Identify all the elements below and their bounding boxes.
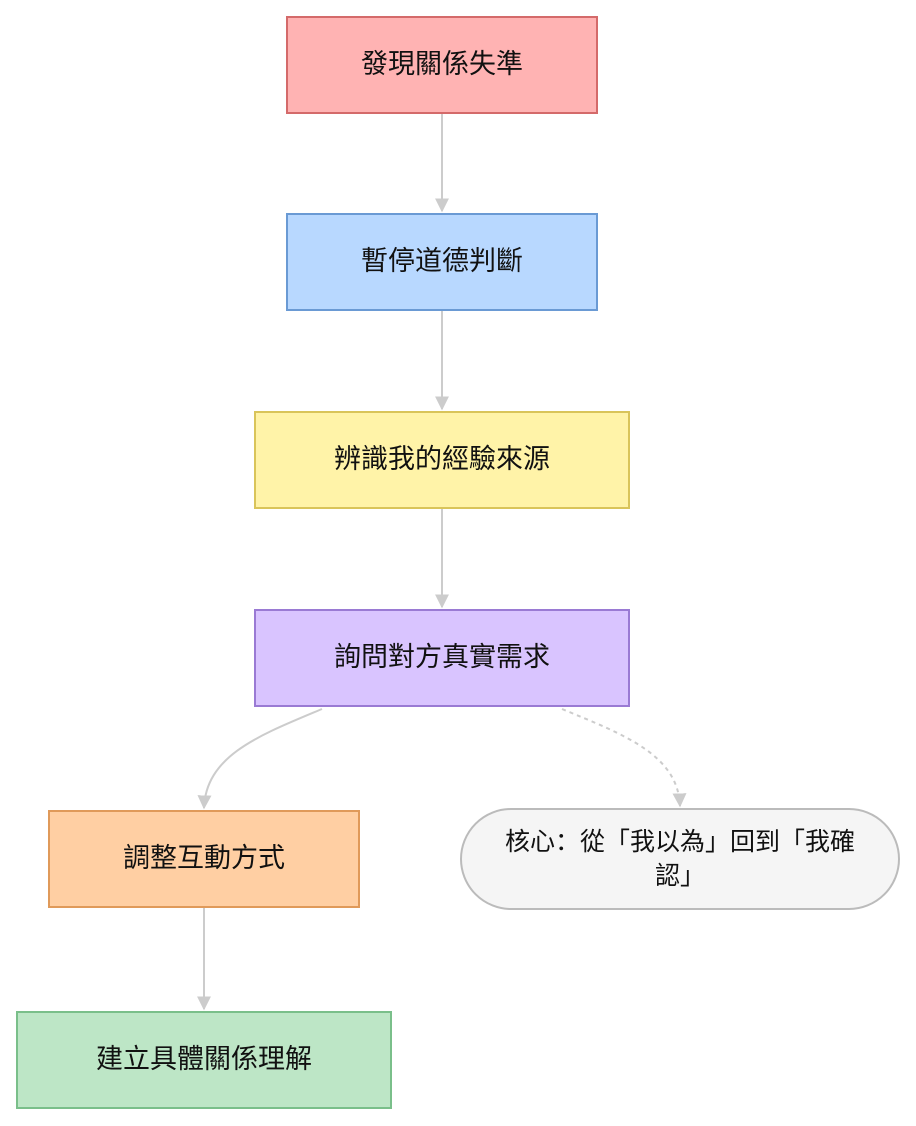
node-pause-moral-judgment: 暫停道德判斷	[286, 213, 598, 311]
node-discover-relationship-misalignment: 發現關係失準	[286, 16, 598, 114]
node-label: 詢問對方真實需求	[334, 642, 550, 674]
core-note: 核心：從「我以為」回到「我確認」	[460, 808, 900, 910]
node-label: 發現關係失準	[361, 49, 523, 81]
node-adjust-interaction: 調整互動方式	[48, 810, 360, 908]
node-ask-real-needs: 詢問對方真實需求	[254, 609, 630, 707]
note-label: 核心：從「我以為」回到「我確認」	[504, 827, 855, 890]
node-identify-experience-source: 辨識我的經驗來源	[254, 411, 630, 509]
edge-n4-n5	[197, 708, 323, 810]
node-label: 暫停道德判斷	[361, 246, 523, 278]
node-label: 建立具體關係理解	[96, 1044, 312, 1076]
node-label: 辨識我的經驗來源	[334, 444, 550, 476]
edge-n4-note	[561, 708, 687, 808]
node-build-concrete-understanding: 建立具體關係理解	[16, 1011, 392, 1109]
node-label: 調整互動方式	[123, 843, 285, 875]
